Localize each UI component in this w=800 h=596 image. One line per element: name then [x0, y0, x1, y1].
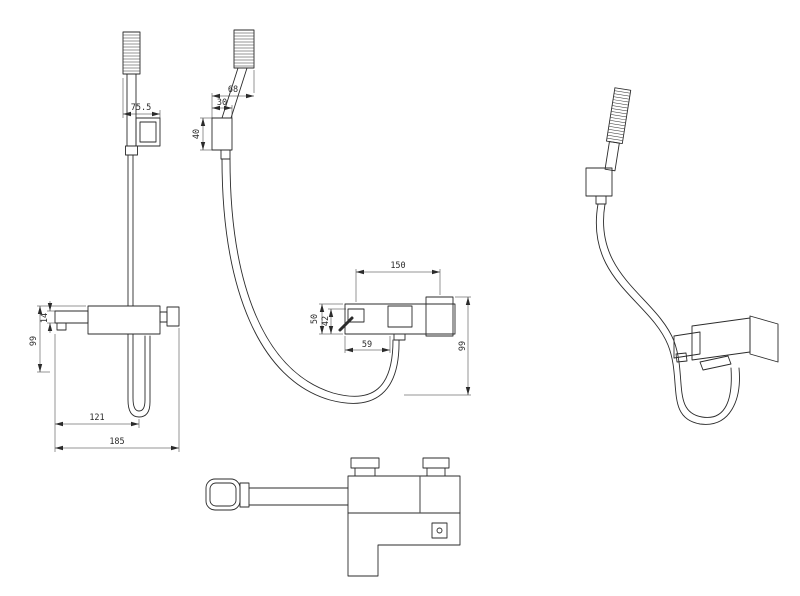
spout-nut	[239, 482, 250, 508]
dim-label-body-height-center: 50	[310, 314, 320, 324]
wall-flange-inner	[209, 482, 237, 507]
knob-left-plan	[350, 457, 380, 477]
spray-face-hatch-side	[234, 32, 254, 67]
dim-label-bracket-height: 40	[192, 129, 202, 139]
hose-connector	[393, 333, 406, 341]
dim-label-spout-length: 59	[362, 340, 372, 350]
handle-perspective	[604, 141, 620, 172]
shower-bracket	[135, 117, 161, 147]
view-hand-shower-side: 68 30 40	[192, 29, 400, 404]
dim-label-hole-centers: 150	[390, 261, 405, 271]
bracket-side	[211, 117, 233, 151]
lever-perspective	[699, 355, 732, 371]
mixer-body-front	[54, 305, 180, 335]
outlet-port-hole	[436, 527, 443, 534]
dim-label-bracket-width: 75.5	[131, 103, 151, 113]
valve-plate	[749, 315, 779, 363]
bracket-perspective	[585, 167, 613, 197]
body-bar	[691, 317, 751, 361]
spray-face-hatch	[123, 34, 140, 72]
dim-label-outlet-drop: 42	[321, 316, 331, 326]
knob-right-plan	[422, 457, 450, 477]
mixer-perspective	[673, 315, 779, 371]
lever-arm	[338, 316, 354, 332]
valve-body	[425, 296, 454, 337]
hand-shower-head	[122, 31, 141, 156]
spout-outlet-perspective	[675, 352, 688, 363]
spout	[54, 310, 89, 324]
hose-nut-perspective	[595, 195, 607, 205]
lower-housing	[347, 512, 461, 577]
handle-stem	[159, 311, 168, 323]
view-perspective	[585, 87, 779, 425]
dims-mixer-front: 150 50 42 59 99	[310, 261, 471, 396]
hand-shower-perspective	[604, 87, 632, 172]
diverter-box	[387, 305, 413, 328]
hose-nut	[125, 145, 138, 156]
dims-front-rail: 75.5 99 14 121 185	[29, 78, 180, 452]
hose-perspective	[595, 203, 740, 425]
spout-perspective	[673, 331, 701, 359]
outlet-port	[431, 522, 448, 539]
spout-outlet	[56, 322, 67, 331]
wall-flange	[205, 478, 241, 511]
dim-label-hose-offset: 121	[89, 413, 104, 423]
hand-shower-head-side	[211, 29, 255, 160]
dim-label-overall-depth: 68	[228, 85, 238, 95]
lever-base	[347, 308, 365, 323]
dims-hand-shower-side: 68 30 40	[192, 70, 255, 151]
view-mixer-front: 150 50 42 59 99	[310, 261, 471, 396]
body-plan	[347, 475, 461, 514]
dim-label-spout-tube: 14	[40, 313, 50, 323]
shower-hose	[127, 154, 151, 418]
handle-knob	[166, 306, 180, 327]
hose-nut-side	[220, 149, 231, 160]
dim-label-overall-width: 185	[109, 437, 124, 447]
hose-loop	[221, 158, 400, 404]
dim-label-hose-drop: 99	[458, 341, 468, 351]
view-plan	[205, 457, 461, 577]
mixer-body-center	[338, 296, 456, 341]
dim-label-body-height: 99	[29, 336, 39, 346]
view-front-rail: 75.5 99 14 121 185	[29, 31, 180, 452]
dim-label-bracket-depth: 30	[217, 98, 227, 108]
